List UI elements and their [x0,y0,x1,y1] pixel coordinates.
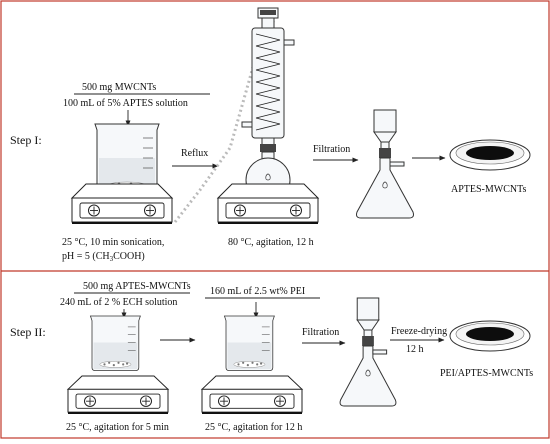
step2-beaker-1 [90,315,141,371]
step1-filtration-label: Filtration [313,144,350,155]
step2-hotplate-2 [201,375,303,415]
step2-product-dish [449,320,531,352]
reflux-condition: 80 °C, agitation, 12 h [228,237,314,248]
step2-reagent-top: 500 mg APTES-MWCNTs [83,281,191,292]
freeze-drying-time: 12 h [406,344,424,355]
step1-condition-2: pH = 5 (CH3COOH) [62,251,145,263]
step2-filtration-label: Filtration [302,327,339,338]
step2-filtration-apparatus [339,297,397,407]
step1-reagent-bottom: 100 mL of 5% APTES solution [63,98,188,109]
step1-reagent-top: 500 mg MWCNTs [82,82,156,93]
step2-condition-2: 25 °C, agitation for 12 h [205,422,302,433]
step2-reagent-bottom: 240 mL of 2 % ECH solution [60,297,177,308]
step2-hotplate-1 [67,375,169,415]
step1-product-dish [449,139,531,171]
step1-condition-1: 25 °C, 10 min sonication, [62,237,164,248]
step1-filtration-apparatus [356,109,414,219]
step2-product-label: PEI/APTES-MWCNTs [440,368,533,379]
reflux-condenser [241,7,295,152]
step2-label: Step II: [10,325,46,339]
step2-beaker-2 [224,315,275,371]
reflux-arrow-label: Reflux [181,148,208,159]
step1-hotplate-1 [71,183,173,225]
step1-hotplate-2 [217,183,319,225]
step1-product-label: APTES-MWCNTs [451,184,527,195]
step2-condition-1: 25 °C, agitation for 5 min [66,422,169,433]
step1-label: Step I: [10,133,42,147]
step2-reagent-2: 160 mL of 2.5 wt% PEI [210,286,305,297]
freeze-drying-label: Freeze-drying [391,326,447,337]
